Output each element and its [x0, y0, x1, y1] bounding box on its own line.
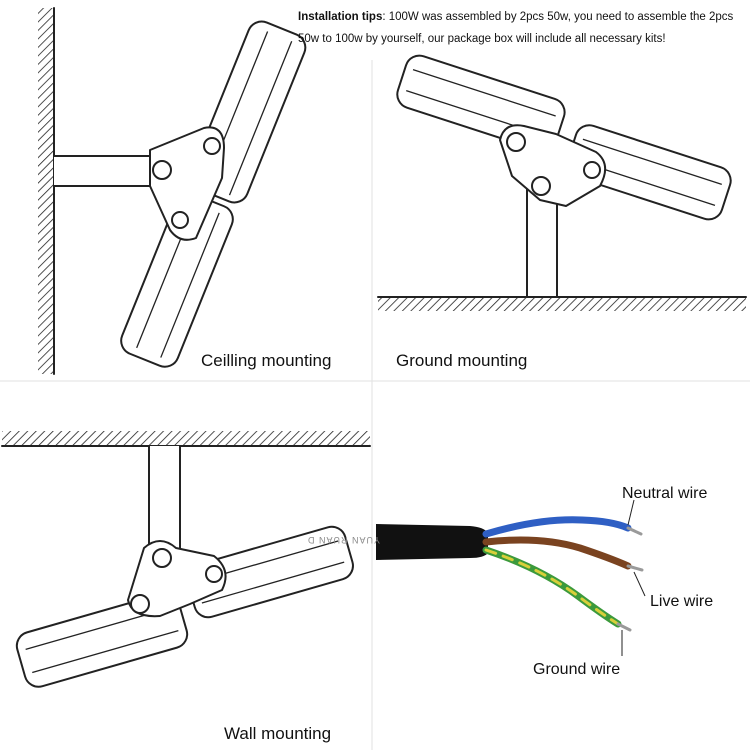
cable-print: YUAN RUAN D: [307, 535, 380, 545]
power-cable: [376, 524, 488, 560]
pivot-bolt: [171, 211, 189, 229]
mounting-arm: [54, 155, 166, 187]
pivot-bolt: [583, 161, 601, 179]
pivot-bolt: [205, 565, 223, 583]
label-ground-mounting: Ground mounting: [396, 351, 527, 370]
wall-hatch: [38, 8, 54, 374]
pivot-bolt: [506, 132, 526, 152]
neutral-leader: [627, 499, 635, 526]
wall-mounting-drawing: [1, 431, 371, 688]
bracket: [499, 124, 607, 207]
pivot-bolt: [152, 160, 172, 180]
live-leader: [633, 571, 646, 597]
ground-wire-tip: [616, 622, 632, 632]
ceiling-mounting-drawing: [38, 7, 307, 375]
tips-heading: Installation tips: [298, 11, 383, 23]
ceiling-hatch: [2, 431, 370, 445]
ground-wire-stripe: [484, 548, 620, 626]
bracket: [149, 126, 225, 241]
label-ceiling-mounting: Ceilling mounting: [201, 351, 331, 370]
pivot-bolt: [531, 176, 551, 196]
tips-text: : 100W was assembled by 2pcs 50w, you ne…: [298, 11, 734, 45]
label-ground-wire: Ground wire: [533, 661, 620, 678]
live-wire-tip: [626, 564, 644, 572]
left-lamp-panel: [15, 592, 189, 688]
pivot-bolt: [152, 548, 172, 568]
pivot-bolt: [203, 137, 221, 155]
ground-hatch: [378, 298, 746, 311]
label-neutral-wire: Neutral wire: [622, 485, 707, 502]
label-live-wire: Live wire: [650, 593, 713, 610]
right-lamp-panel: [186, 525, 354, 619]
wiring-drawing: YUAN RUAN D: [307, 499, 646, 656]
live-wire: [482, 536, 632, 570]
ground-mounting-drawing: [377, 54, 747, 311]
label-wall-mounting: Wall mounting: [224, 724, 331, 743]
neutral-wire-tip: [626, 526, 643, 536]
ground-wire: [482, 546, 622, 628]
neutral-wire: [482, 516, 632, 538]
pivot-bolt: [130, 594, 150, 614]
installation-tips: Installation tips: 100W was assembled by…: [298, 6, 738, 50]
